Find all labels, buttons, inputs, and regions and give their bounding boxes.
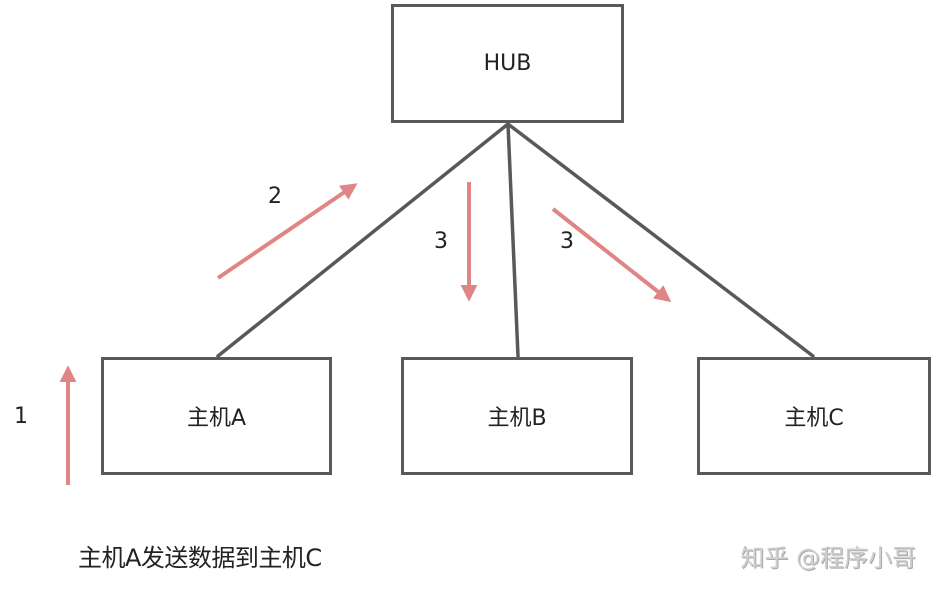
host-c-box: 主机C — [697, 357, 931, 475]
hub-label: HUB — [483, 51, 532, 76]
host-a-box: 主机A — [101, 357, 332, 475]
diagram-caption: 主机A发送数据到主机C — [78, 544, 322, 572]
flow-arrows — [59, 182, 672, 485]
hub-box: HUB — [391, 4, 624, 123]
host-b-box: 主机B — [401, 357, 633, 475]
link-hub-host-b — [506, 122, 520, 358]
host-b-label: 主机B — [487, 406, 547, 431]
step-label-3-host-c: 3 — [560, 229, 574, 254]
arrow-step-3-host-c — [551, 207, 672, 303]
step-label-1: 1 — [14, 404, 28, 429]
watermark: 知乎 @程序小哥 — [740, 544, 916, 572]
host-a-label: 主机A — [186, 406, 247, 431]
arrow-step-2 — [216, 183, 358, 280]
step-label-2: 2 — [268, 184, 282, 209]
hub-links — [216, 122, 815, 358]
link-hub-host-a — [216, 122, 510, 358]
host-c-label: 主机C — [784, 406, 844, 431]
link-hub-host-c — [506, 122, 815, 358]
step-label-3-host-b: 3 — [434, 229, 448, 254]
